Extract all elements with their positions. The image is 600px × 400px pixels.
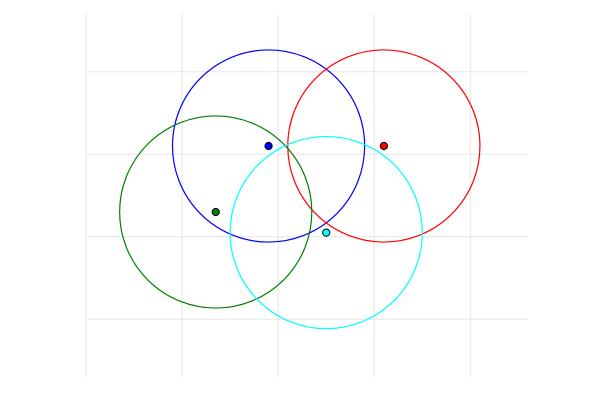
series-3	[229, 135, 423, 330]
series-0	[171, 49, 366, 243]
series	[119, 49, 481, 330]
center-point-0	[264, 141, 273, 151]
circle-3	[229, 135, 423, 330]
center-point-2	[211, 207, 220, 217]
circle-1	[287, 49, 481, 243]
circle-0	[171, 49, 366, 243]
grid	[85, 14, 528, 377]
series-1	[287, 49, 481, 243]
center-point-3	[322, 228, 331, 237]
series-2	[119, 115, 313, 309]
circle-2	[119, 115, 313, 309]
center-point-1	[379, 141, 388, 151]
